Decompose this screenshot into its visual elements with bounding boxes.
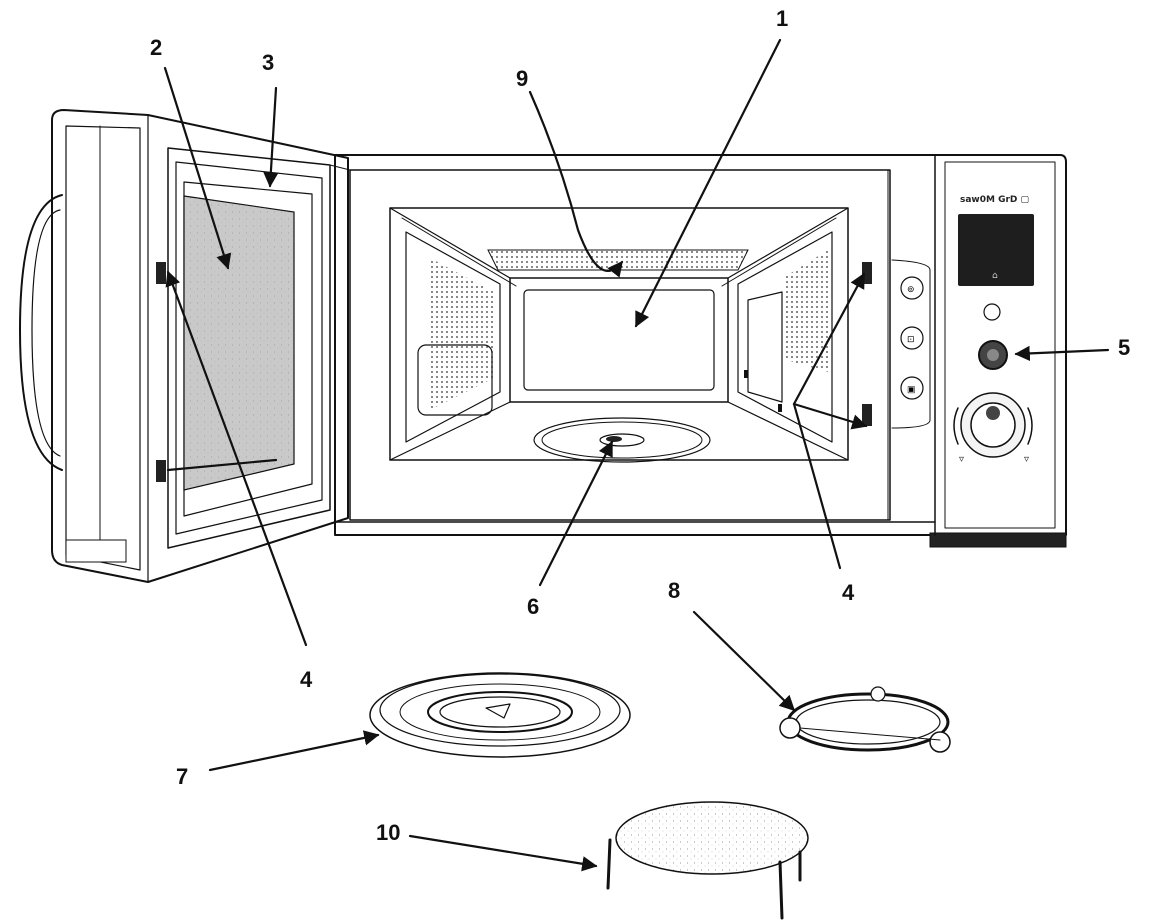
roller-ring [779,686,951,753]
oven-cavity [389,207,872,463]
small-button[interactable] [983,303,1001,321]
callout-5: 5 [1118,335,1130,360]
side-button-1[interactable] [900,276,924,300]
svg-text:⊚: ⊚ [907,284,915,294]
control-panel: saw0M GrD ▢ ⌂ ▿ ▿ [944,161,1056,529]
svg-text:▿: ▿ [1024,454,1029,465]
callout-2: 2 [150,35,162,60]
svg-text:▿: ▿ [959,454,964,465]
callout-lines [163,38,1110,872]
callout-7: 7 [176,764,188,789]
grill-rack [606,801,809,920]
callout-8: 8 [668,578,680,603]
svg-text:⌂: ⌂ [992,271,998,281]
callout-9: 9 [516,66,528,91]
door [19,109,351,583]
microwave-body [334,154,1067,548]
callout-4-right: 4 [842,580,855,605]
callout-1: 1 [776,6,788,31]
side-button-2[interactable] [900,326,924,350]
svg-text:⊡: ⊡ [907,334,915,344]
callout-4-left: 4 [300,667,313,692]
callout-labels: 1 2 3 4 4 5 6 7 8 9 10 [150,6,1130,845]
callout-10: 10 [376,820,400,845]
display-screen [958,214,1034,286]
callout-3: 3 [262,50,274,75]
callout-6: 6 [527,594,539,619]
side-buttons: ⊚ ⊡ ▣ [891,259,931,429]
svg-text:▣: ▣ [907,384,916,394]
side-button-3[interactable] [900,376,924,400]
brand-text: saw0M GrD ▢ [960,195,1029,205]
glass-turntable [369,672,631,758]
